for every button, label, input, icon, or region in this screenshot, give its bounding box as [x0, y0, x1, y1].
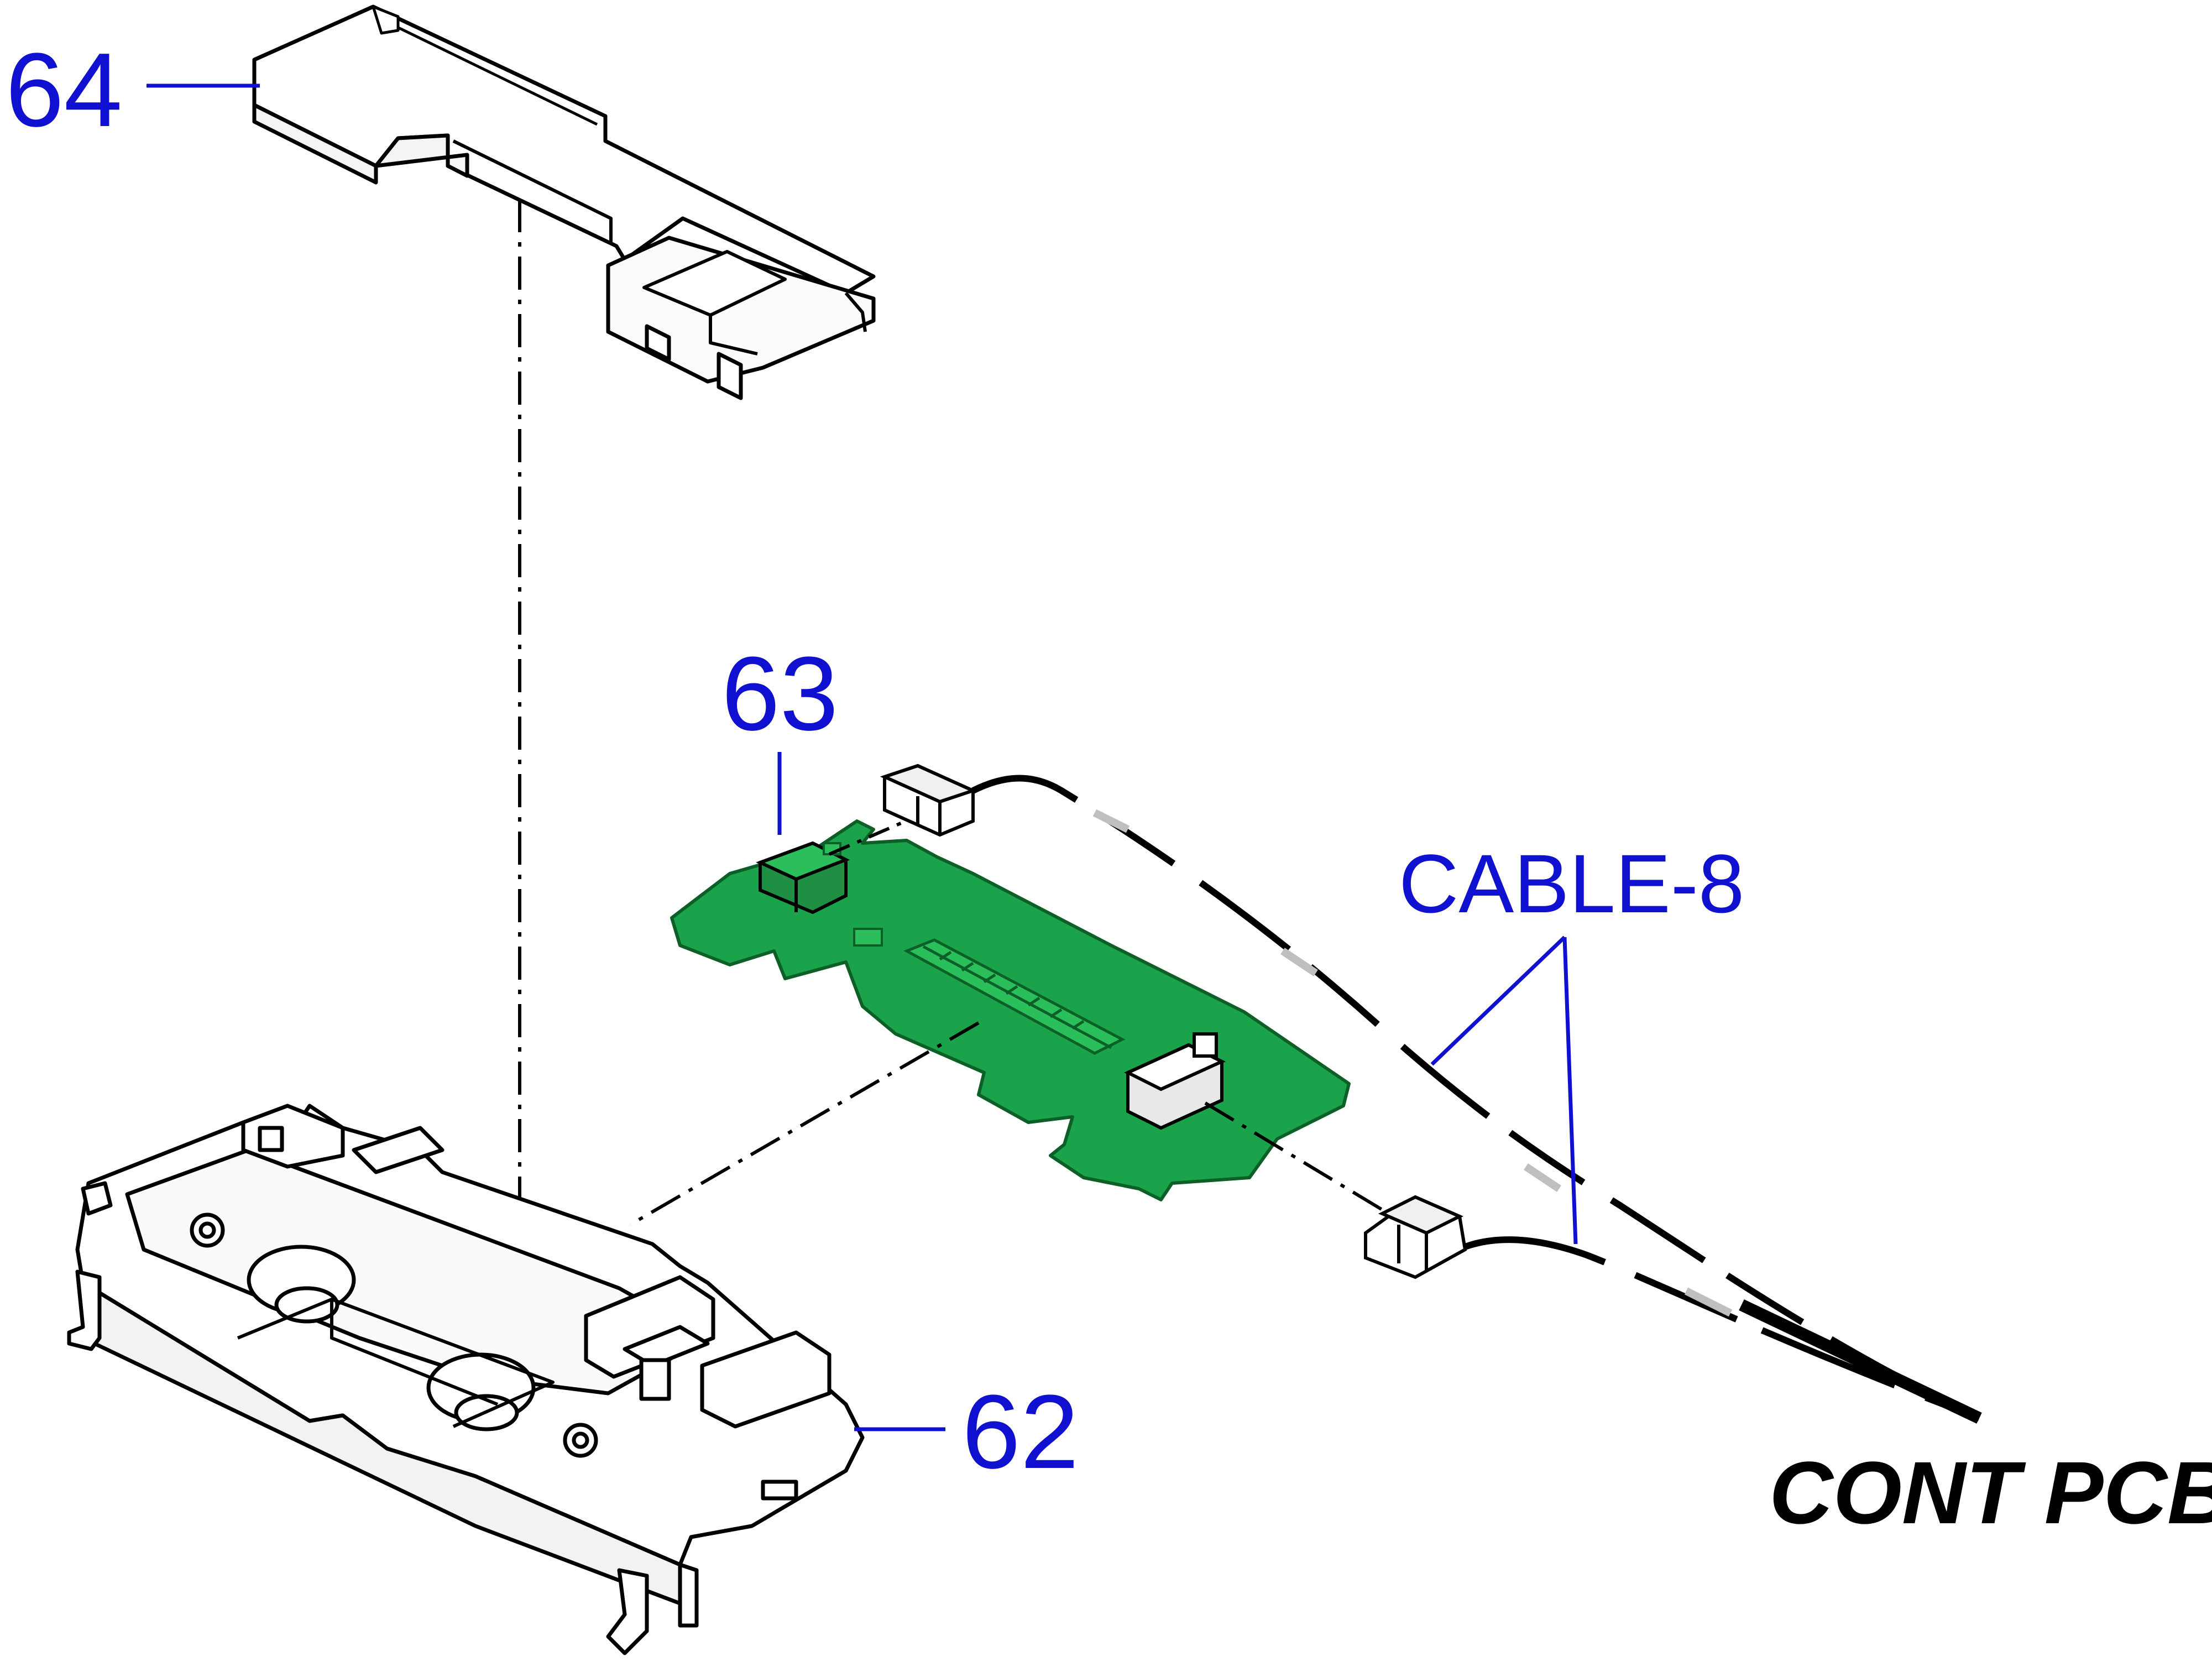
cable-bundle-end	[1739, 1299, 1982, 1424]
alignment-line-63-connector-bottom	[1204, 1101, 1394, 1218]
part-63-pcb	[670, 819, 1351, 1201]
part-62-holder	[67, 1104, 865, 1655]
part-number-63: 63	[721, 635, 838, 752]
cable-connector-lower	[1364, 1195, 1467, 1279]
pcb-edge-contacts	[903, 938, 1126, 1055]
callout-64: 64	[6, 32, 260, 149]
alignment-line-63-connector-top	[828, 817, 913, 856]
part-number-64: 64	[6, 32, 122, 149]
part-64-cover	[252, 4, 876, 400]
callout-63: 63	[721, 635, 838, 835]
pcb-connector	[1124, 1032, 1226, 1130]
cable-connector-upper	[880, 764, 978, 837]
leader-line-cable-a	[1430, 935, 1566, 1066]
cable-wire-upper	[971, 775, 1981, 1421]
callout-62: 62	[854, 1373, 1079, 1491]
cable-8-harness	[880, 764, 1982, 1424]
pcb-pad	[853, 928, 883, 947]
alignment-line-63-62	[629, 1021, 980, 1226]
callout-cable-8: CABLE-8	[1399, 837, 1744, 1245]
destination-label: CONT PCB	[1769, 1443, 2212, 1542]
cable-label: CABLE-8	[1399, 837, 1744, 930]
cable-wire-lower	[1463, 1236, 1981, 1421]
leader-line-cable-b	[1562, 937, 1578, 1245]
part-number-62: 62	[962, 1373, 1079, 1491]
